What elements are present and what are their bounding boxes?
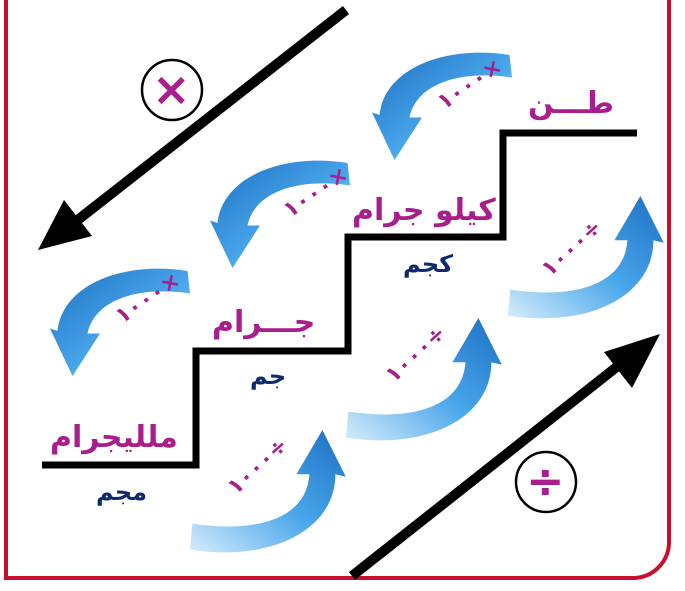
milligram-abbr: مجم	[96, 478, 147, 506]
kilogram-abbr: كجم	[403, 250, 454, 278]
divide-circle	[514, 450, 578, 514]
ton-label: طـــن	[528, 86, 615, 121]
multiply-symbol: ×	[152, 62, 191, 116]
divide-symbol: ÷	[526, 454, 565, 508]
milligram-label: ملليجرام	[50, 420, 178, 455]
kilogram-label: كيلو جرام	[352, 193, 496, 228]
gram-abbr: جم	[250, 362, 287, 390]
long-arrow-up-right-icon	[348, 334, 660, 580]
staircase-line	[42, 129, 637, 469]
curved-arrow-up-icon	[507, 196, 664, 319]
gram-label: جـــرام	[212, 305, 316, 340]
multiply-circle	[140, 58, 204, 122]
long-arrow-down-left-icon	[38, 6, 350, 250]
